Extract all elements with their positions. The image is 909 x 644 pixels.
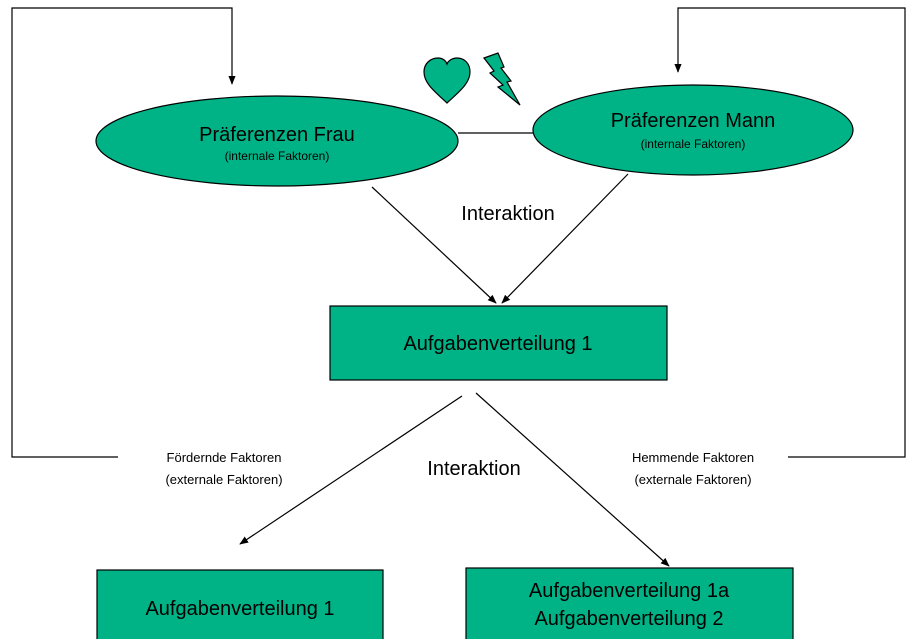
label-line-1: Hemmende Faktoren [632,450,754,465]
node-title: Aufgabenverteilung 1 [403,333,592,355]
node-title: Präferenzen Mann [611,110,776,132]
node-shape [329,305,668,381]
heart-icon [423,57,471,104]
arrow-mann-to-aufgaben [501,173,629,304]
node-subtitle: (internale Faktoren) [641,137,746,151]
label-line-1: Fördernde Faktoren [167,450,282,465]
arrow-frau-to-aufgaben [371,186,497,304]
node-title-line-1: Aufgabenverteilung 1a [529,580,730,602]
arrow-to-result-right [475,392,670,567]
label-line-2: (externale Faktoren) [634,472,751,487]
node-aufgabenverteilung-1: Aufgabenverteilung 1 [329,305,668,381]
node-shape [465,567,794,644]
node-title-line-2: Aufgabenverteilung 2 [534,608,723,630]
label-hemmende-faktoren: Hemmende Faktoren (externale Faktoren) [632,450,754,487]
node-result-right: Aufgabenverteilung 1a Aufgabenverteilung… [465,567,794,644]
node-shape [95,95,459,187]
node-praeferenzen-frau: Präferenzen Frau (internale Faktoren) [95,95,459,187]
label-line-2: (externale Faktoren) [165,472,282,487]
node-result-left: Aufgabenverteilung 1 [96,569,384,644]
node-praeferenzen-mann: Präferenzen Mann (internale Faktoren) [532,84,854,176]
feedback-line-right [674,7,906,458]
arrow-to-result-left [239,395,463,545]
feedback-line-left [11,7,236,458]
node-shape [532,84,854,176]
node-subtitle: (internale Faktoren) [225,149,330,163]
label-foerdernde-faktoren: Fördernde Faktoren (externale Faktoren) [165,450,282,487]
lightning-icon [483,52,521,106]
node-title: Präferenzen Frau [199,124,355,146]
node-title: Aufgabenverteilung 1 [145,598,334,620]
interaktion-label-bottom: Interaktion [427,458,520,480]
interaktion-label-top: Interaktion [461,203,554,225]
node-shape [96,569,384,644]
